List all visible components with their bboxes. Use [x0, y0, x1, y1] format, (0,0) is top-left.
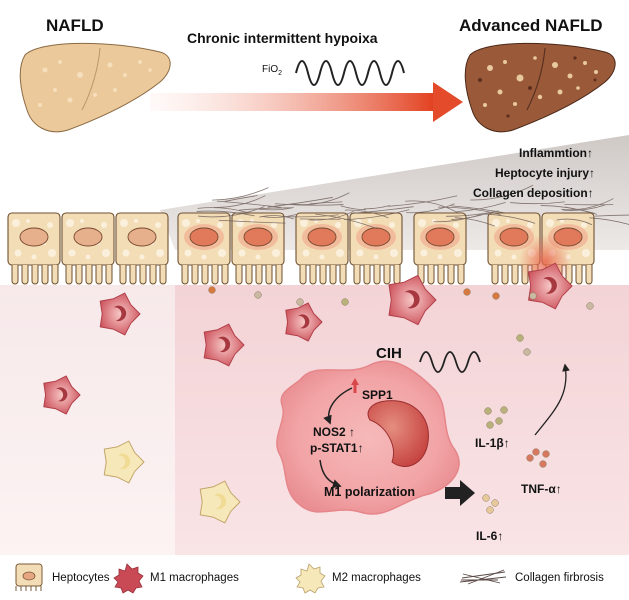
legend-label-m2: M2 macrophages	[332, 572, 421, 584]
outcome-collagen-deposition: Collagen deposition↑	[473, 186, 594, 200]
cytokine-dot	[255, 292, 262, 299]
cytokine-dot	[297, 299, 304, 306]
cytokine-dot	[524, 349, 531, 356]
cytokine-il6: IL-6↑	[476, 529, 503, 543]
spp1-label: SPP1	[362, 388, 393, 402]
pstat1-label: p-STAT1↑	[310, 441, 364, 455]
cytokine-dot	[487, 422, 494, 429]
cytokine-dot	[533, 449, 540, 456]
cytokine-dot	[464, 289, 471, 296]
progression-arrow	[150, 82, 463, 122]
hepatocyte-cell	[8, 213, 60, 284]
cytokine-tnfa: TNF-α↑	[521, 482, 562, 496]
cih-title: Chronic intermittent hypoixa	[187, 30, 378, 46]
legend-label-hepatocytes: Heptocytes	[52, 572, 110, 584]
cytokine-il1b: IL-1β↑	[475, 436, 510, 450]
hepatocyte-cell	[350, 213, 402, 284]
hepatocyte-cell	[116, 213, 168, 284]
hepatocyte-cell	[62, 213, 114, 284]
hepatocyte-cell	[296, 213, 348, 284]
cih-label: CIH	[376, 345, 402, 362]
cytokine-dot	[493, 293, 500, 300]
healthy-liver	[20, 43, 170, 131]
hepatocyte-layer	[8, 213, 594, 284]
cytokine-dot	[540, 461, 547, 468]
outcome-inflammation: Inflammtion↑	[519, 146, 593, 160]
cytokine-dot	[483, 495, 490, 502]
advanced-nafld-title: Advanced NAFLD	[459, 16, 603, 36]
hepatocyte-cell	[414, 213, 466, 284]
hepatocyte-cell	[232, 213, 284, 284]
cytokine-dot	[527, 455, 534, 462]
diseased-liver	[465, 43, 615, 131]
cytokine-dot	[209, 287, 216, 294]
cytokine-dot	[492, 500, 499, 507]
cytokine-dot	[543, 451, 550, 458]
legend-label-collagen: Collagen firbrosis	[515, 572, 604, 584]
fio2-wave	[296, 61, 404, 85]
healthy-tissue-region	[0, 285, 175, 555]
outcome-hepatocyte-injury: Heptocyte injury↑	[495, 166, 595, 180]
nafld-title: NAFLD	[46, 16, 104, 36]
cytokine-dot	[485, 408, 492, 415]
cytokine-dot	[496, 418, 503, 425]
legend-label-m1: M1 macrophages	[150, 572, 239, 584]
cytokine-dot	[487, 507, 494, 514]
m1-polarization-label: M1 polarization	[324, 485, 415, 499]
cytokine-dot	[517, 335, 524, 342]
fio2-label: FiO2	[262, 64, 282, 77]
nos2-label: NOS2 ↑	[313, 425, 355, 439]
cytokine-dot	[501, 407, 508, 414]
hepatocyte-cell	[178, 213, 230, 284]
cytokine-dot	[342, 299, 349, 306]
cytokine-dot	[530, 293, 537, 300]
cytokine-dot	[587, 303, 594, 310]
